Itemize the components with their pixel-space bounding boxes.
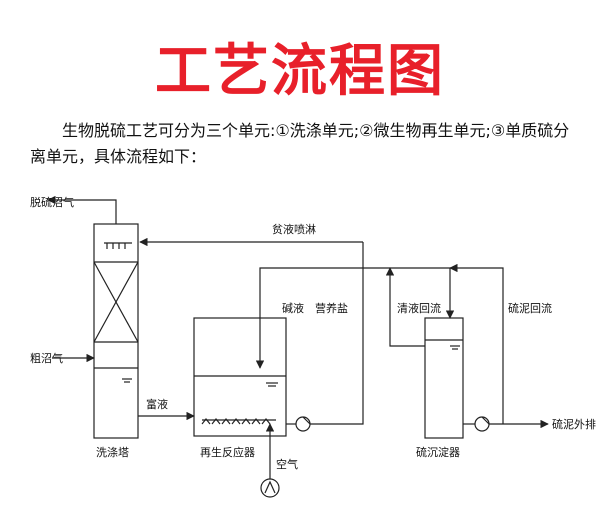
air-blower [260, 478, 280, 498]
label-desulfurized-gas: 脱硫沼气 [30, 195, 74, 209]
circulation-pump [295, 416, 311, 432]
label-settler: 硫沉淀器 [416, 445, 460, 459]
label-rich-liquor: 富液 [146, 397, 168, 411]
sulfur-settler [424, 317, 464, 439]
label-regeneration-reactor: 再生反应器 [200, 445, 255, 459]
label-raw-gas: 粗沼气 [30, 351, 63, 365]
label-alkali: 碱液 [282, 301, 304, 315]
label-scrubber: 洗涤塔 [96, 445, 129, 459]
label-lean-liquor-spray: 贫液喷淋 [272, 222, 316, 236]
intro-text: 生物脱硫工艺可分为三个单元:①洗涤单元;②微生物再生单元;③单质硫分离单元，具体… [30, 121, 570, 166]
chemical-feed-line [255, 267, 363, 369]
lean-liquor-riser [310, 242, 364, 425]
desulfurized-gas-line [47, 195, 117, 224]
clear-liquid-return-line [385, 267, 425, 347]
regeneration-reactor [193, 317, 287, 437]
label-sulfur-sludge-return: 硫泥回流 [508, 301, 552, 315]
label-air: 空气 [276, 457, 298, 471]
label-sludge-discharge: 硫泥外排 [552, 417, 596, 431]
page-title: 工艺流程图 [155, 39, 445, 104]
sludge-pump [474, 416, 490, 432]
sulfur-sludge-return-line [449, 263, 504, 424]
label-nutrient-salt: 营养盐 [315, 301, 348, 315]
label-clear-liquid-return: 清液回流 [397, 301, 441, 315]
scrubber-tower [93, 223, 139, 439]
